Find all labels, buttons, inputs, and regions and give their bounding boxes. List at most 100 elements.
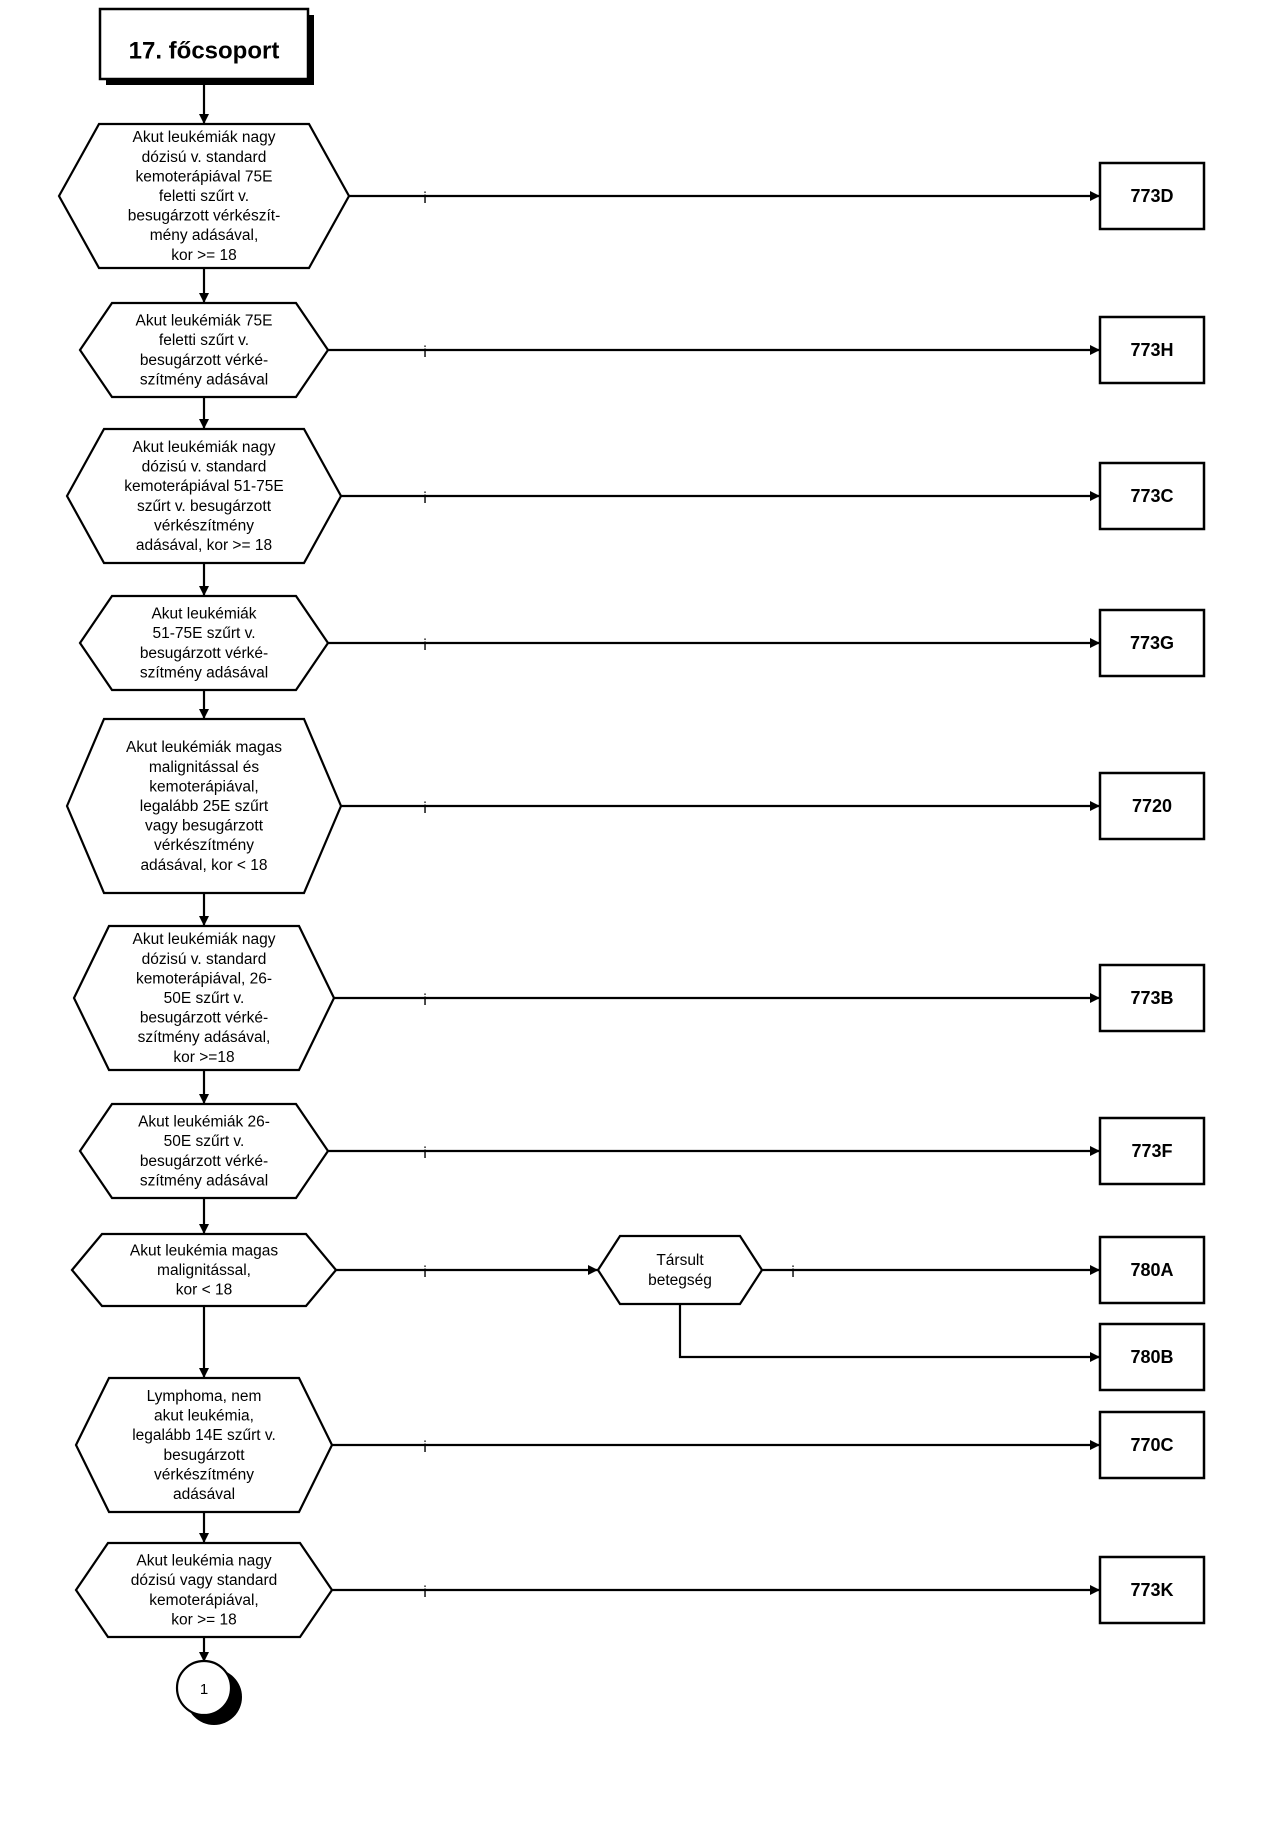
label-line: feletti szűrt v. xyxy=(159,188,249,205)
label-line: szítmény adásával xyxy=(140,1172,268,1189)
code-box-773G xyxy=(1098,608,1206,678)
label-line: kor < 18 xyxy=(176,1282,232,1299)
code-box-773H xyxy=(1098,315,1206,385)
code-box-773B xyxy=(1098,963,1206,1033)
label-line: szítmény adásával xyxy=(140,664,268,681)
code-box-773C-label: 773C xyxy=(1130,486,1173,506)
label-line: vérkészítmény xyxy=(154,1466,254,1483)
label-line: kemoterápiával 75E xyxy=(136,168,273,185)
code-box-773H-label: 773H xyxy=(1130,340,1173,360)
label-line: besugárzott vérké- xyxy=(140,352,268,369)
label-line: 50E szűrt v. xyxy=(164,1133,245,1150)
label-line: akut leukémia, xyxy=(154,1408,254,1425)
label-line: Társult xyxy=(656,1252,704,1269)
code-box-773G-label: 773G xyxy=(1130,633,1174,653)
label-line: adásával, kor < 18 xyxy=(140,857,267,874)
yes-label: i xyxy=(423,1145,427,1162)
label-line: Akut leukémiák nagy xyxy=(132,129,275,146)
label-line: legalább 14E szűrt v. xyxy=(132,1427,276,1444)
label-line: malignitással és xyxy=(149,759,260,776)
decision-d5 xyxy=(65,717,343,895)
yes-label: i xyxy=(423,190,427,207)
label-line: 50E szűrt v. xyxy=(164,990,245,1007)
label-line: szítmény adásával xyxy=(140,371,268,388)
code-box-773D xyxy=(1098,161,1206,231)
label-line: mény adásával, xyxy=(150,227,259,244)
label-line: kemoterápiával 51-75E xyxy=(124,478,283,495)
yes-label: i xyxy=(423,490,427,507)
decision-label: Akut leukémiák nagy dózisú v. standard kem… xyxy=(128,129,280,264)
title-box: 17. főcsoport xyxy=(98,7,314,85)
label-line: besugárzott xyxy=(164,1447,246,1464)
label-line: besugárzott vérké- xyxy=(140,1010,268,1027)
label-line: kemoterápiával, xyxy=(149,1592,258,1609)
label-line: kor >= 18 xyxy=(171,247,237,264)
code-box-773F-label: 773F xyxy=(1131,1141,1172,1161)
yes-label: i xyxy=(423,344,427,361)
label-line: dózisú v. standard xyxy=(142,459,267,476)
label-line: kor >= 18 xyxy=(171,1611,237,1628)
yes-label: i xyxy=(423,1264,427,1281)
decision-d1 xyxy=(57,122,351,270)
label-line: vérkészítmény xyxy=(154,837,254,854)
decision-d4 xyxy=(78,594,330,692)
label-line: Akut leukémiák nagy xyxy=(132,931,275,948)
decision-d6 xyxy=(72,924,336,1072)
nodes: Akut leukémiák nagy dózisú v. standard kem… xyxy=(57,122,1206,1725)
code-box-770C-label: 770C xyxy=(1130,1435,1173,1455)
decision-d10 xyxy=(74,1541,334,1639)
label-line: kor >=18 xyxy=(173,1049,234,1066)
yes-label: i xyxy=(423,992,427,1009)
label-line: Akut leukémiák magas xyxy=(126,739,282,756)
decision-d9 xyxy=(74,1376,334,1514)
label-line: vérkészítmény xyxy=(154,517,254,534)
decision-label: Akut leukémiák 75E feletti szűrt v. besugá… xyxy=(136,313,273,389)
decision-label: Akut leukémiák 26-50E szűrt v.besugárzot… xyxy=(138,1114,270,1190)
label-line: vagy besugárzott xyxy=(145,818,264,835)
label-line: Akut leukémiák xyxy=(151,606,256,623)
label-line: Akut leukémia magas xyxy=(130,1242,278,1259)
yes-label: i xyxy=(791,1264,795,1281)
code-box-780A-label: 780A xyxy=(1130,1260,1173,1280)
label-line: feletti szűrt v. xyxy=(159,332,249,349)
yes-label: i xyxy=(423,1584,427,1601)
label-line: Lymphoma, nem xyxy=(147,1388,262,1405)
label-line: malignitással, xyxy=(157,1262,251,1279)
title-text: 17. főcsoport xyxy=(129,37,280,64)
decision-d8 xyxy=(70,1232,338,1308)
label-line: dózisú vagy standard xyxy=(131,1572,277,1589)
label-line: adásával xyxy=(173,1486,235,1503)
label-line: besugárzott vérké- xyxy=(140,1153,268,1170)
decision-label: Akut leukémiák magas malignitással és kemo… xyxy=(126,739,282,874)
decision-label: Akut leukémia magas malignitással, kor < 1… xyxy=(130,1242,278,1298)
decision-label: Lymphoma, nem akut leukémia, legalább 14E … xyxy=(132,1388,276,1503)
code-box-780A xyxy=(1098,1235,1206,1305)
label-line: kemoterápiával, 26- xyxy=(136,970,272,987)
code-box-780B-label: 780B xyxy=(1130,1347,1173,1367)
decision-label: Társult betegség xyxy=(648,1252,712,1289)
label-line: kemoterápiával, xyxy=(149,778,258,795)
label-line: adásával, kor >= 18 xyxy=(136,537,272,554)
connector-circle xyxy=(175,1659,233,1717)
connector-label: 1 xyxy=(200,1681,208,1698)
yes-label: i xyxy=(423,1439,427,1456)
decision-label: Akut leukémiák nagy dózisú v. standard kem… xyxy=(132,931,275,1066)
code-box-773K-label: 773K xyxy=(1130,1580,1173,1600)
label-line: dózisú v. standard xyxy=(142,149,267,166)
label-line: legalább 25E szűrt xyxy=(140,798,269,815)
label-line: szítmény adásával, xyxy=(138,1029,271,1046)
label-line: dózisú v. standard xyxy=(142,951,267,968)
code-box-773C xyxy=(1098,461,1206,531)
yes-label: i xyxy=(423,800,427,817)
code-box-780B xyxy=(1098,1322,1206,1392)
label-line: szűrt v. besugárzott xyxy=(137,498,272,515)
code-box-773D-label: 773D xyxy=(1130,186,1173,206)
label-line: betegség xyxy=(648,1272,712,1289)
decision-secondary xyxy=(596,1234,764,1306)
label-line: Akut leukémiák 75E xyxy=(136,313,273,330)
